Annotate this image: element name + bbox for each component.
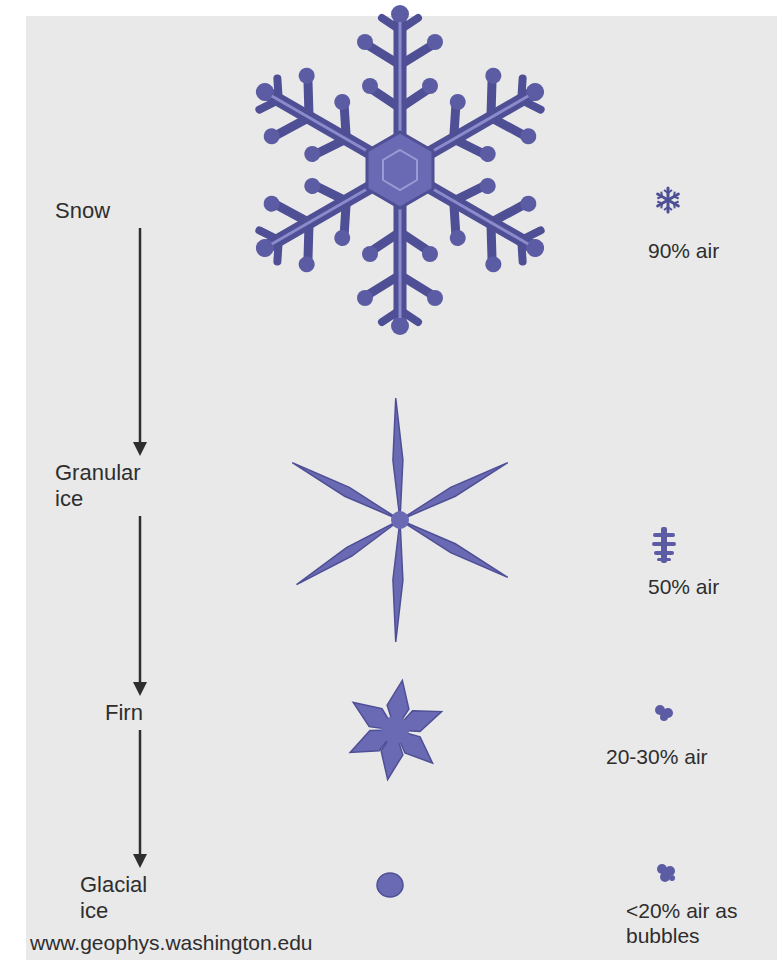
flow-arrow (133, 228, 147, 456)
stage-label: Firn (105, 700, 165, 726)
air-fraction: 50% air (648, 574, 758, 599)
stage-name: Granular ice (55, 460, 155, 512)
stage-label: Granular ice (55, 460, 155, 512)
stage-name: Firn (105, 700, 165, 726)
flow-arrow (133, 730, 147, 868)
stage-name: Snow (55, 198, 155, 224)
air-fraction: 90% air (648, 238, 758, 263)
stage-name: Glacial ice (80, 872, 170, 924)
air-fraction: <20% air as bubbles (626, 898, 766, 948)
air-fraction: 20-30% air (606, 744, 746, 769)
source-watermark: www.geophys.washington.edu (30, 930, 450, 955)
stage-label: Snow (55, 198, 155, 224)
flow-arrow (133, 516, 147, 696)
stage-label: Glacial ice (80, 872, 170, 924)
